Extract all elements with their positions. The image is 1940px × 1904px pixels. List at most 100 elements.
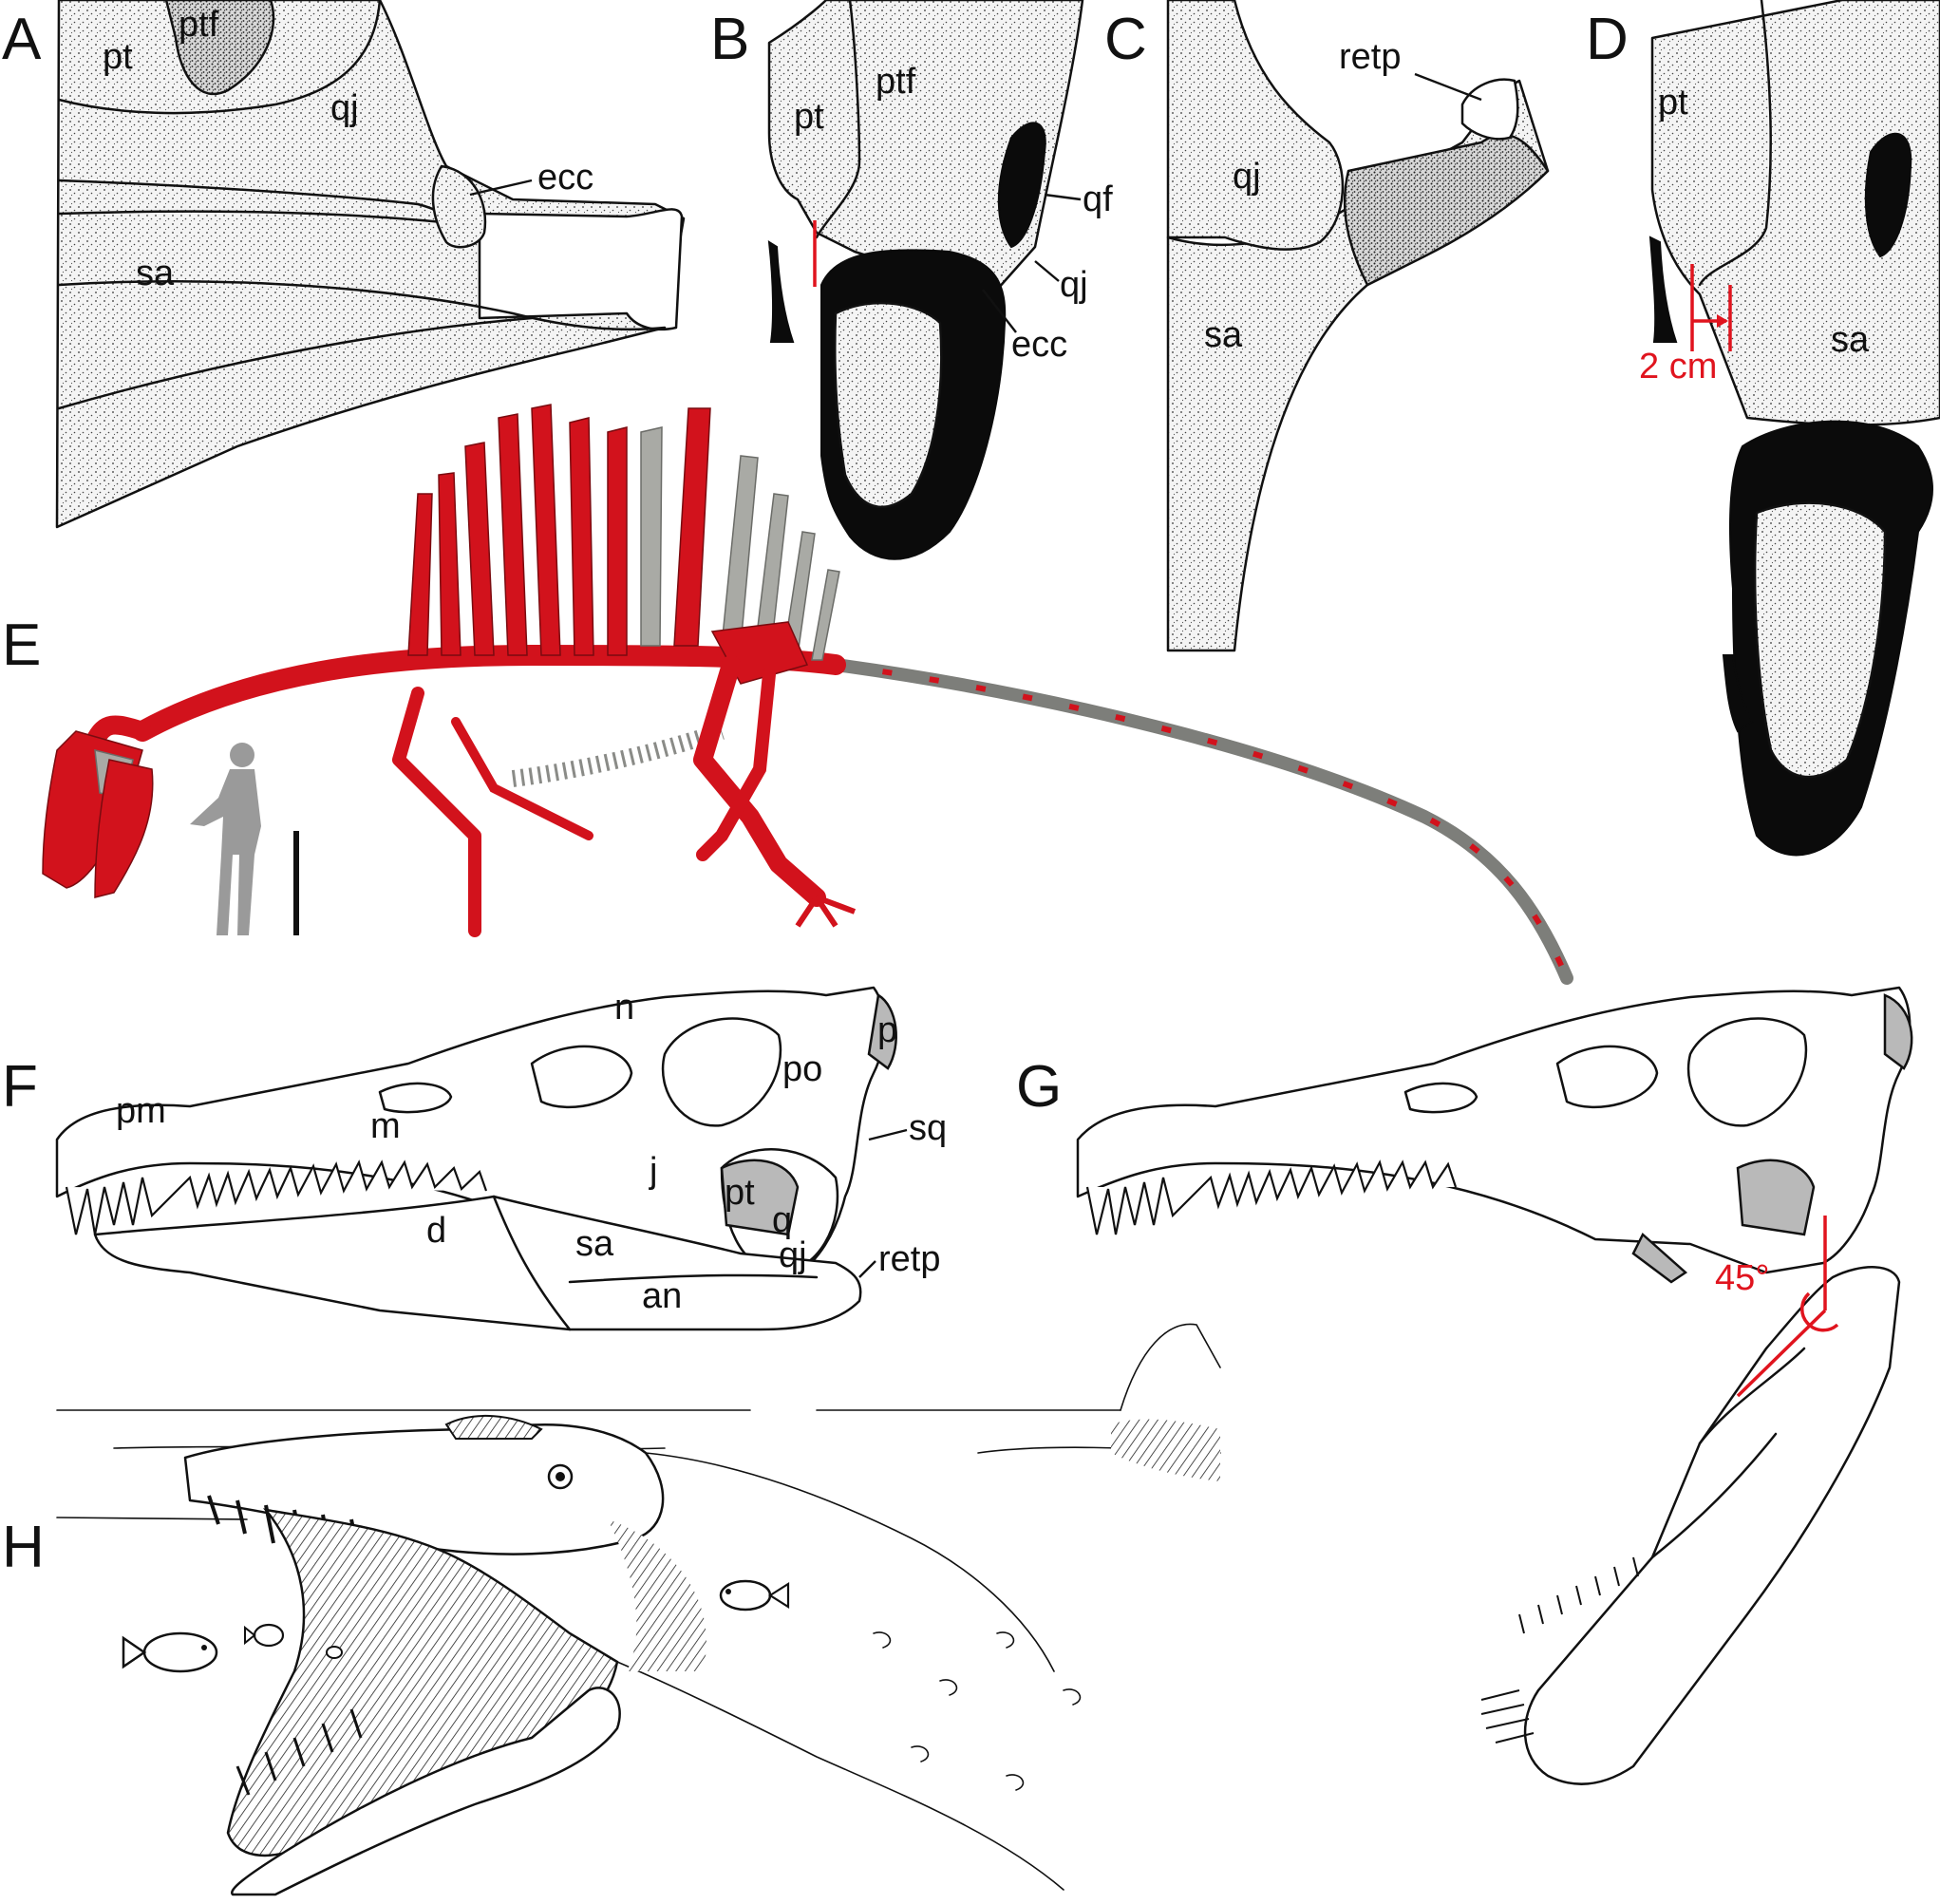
e-gastralia — [511, 723, 725, 787]
panel-b-letter: B — [710, 7, 749, 72]
label-a-pt: pt — [103, 37, 133, 77]
panel-d: D pt sa 2 cm — [1586, 0, 1940, 857]
label-f-qj: qj — [779, 1235, 807, 1275]
h-fish-2-icon — [244, 1623, 285, 1648]
panel-c-letter: C — [1104, 7, 1147, 72]
panel-a-letter: A — [2, 7, 42, 72]
e-tail-red-vertebrae — [835, 662, 1570, 980]
panel-b-pterygoid-sliver — [767, 240, 795, 343]
label-c-sa: sa — [1204, 315, 1243, 355]
leader-c-retp — [1414, 72, 1482, 102]
label-a-ptf: ptf — [179, 5, 219, 45]
label-a-sa: sa — [136, 254, 175, 293]
g-pterygoid-shade — [1736, 1159, 1816, 1236]
e-tail — [829, 658, 1573, 985]
g-parietal-shade — [1883, 993, 1913, 1070]
h-distant-hatching — [1111, 1419, 1220, 1481]
h-lower-teeth — [235, 1708, 363, 1796]
panel-a: A pt ptf qj ecc sa — [2, 0, 686, 529]
e-hind-leg-far — [696, 668, 776, 861]
panel-b: B pt ptf qf qj ecc — [710, 0, 1113, 560]
f-pterygoid-shade — [720, 1159, 800, 1236]
label-f-sa: sa — [575, 1224, 614, 1264]
panel-b-mandible-inner — [834, 301, 943, 509]
panel-d-arrow-head — [1717, 314, 1728, 328]
g-naris — [1403, 1082, 1479, 1114]
panel-d-letter: D — [1586, 7, 1629, 72]
g-red-angle-arc — [1799, 1291, 1839, 1332]
panel-f-letter: F — [2, 1054, 38, 1120]
label-b-ptf: ptf — [876, 62, 916, 102]
h-fish-4-icon — [719, 1579, 790, 1612]
label-f-sq: sq — [909, 1108, 947, 1148]
label-f-retp: retp — [878, 1239, 940, 1279]
leader-f-retp — [858, 1260, 876, 1278]
g-jugal-shade — [1631, 1232, 1688, 1284]
panel-d-pterygoid-sliver — [1648, 236, 1678, 343]
f-mandible — [93, 1195, 862, 1331]
panel-e-letter: E — [2, 613, 41, 678]
f-orbit — [661, 1017, 782, 1127]
label-c-qj: qj — [1233, 157, 1261, 197]
panel-g-letter: G — [1016, 1054, 1062, 1120]
e-neural-spines — [407, 404, 840, 661]
panel-g: G 45° — [1016, 986, 1913, 1785]
panel-b-quadratojugal-foramen — [997, 122, 1046, 249]
label-f-pm: pm — [116, 1091, 166, 1131]
g-orbit — [1686, 1017, 1808, 1127]
panel-a-skull-region — [55, 0, 686, 529]
e-fore-limb-far — [451, 717, 593, 840]
g-mandible — [1523, 1266, 1901, 1785]
panel-a-retroarticular-process — [478, 208, 684, 331]
label-f-pt: pt — [725, 1173, 755, 1213]
label-g-angle: 45° — [1715, 1258, 1769, 1298]
h-fish-1-icon — [122, 1631, 218, 1673]
label-d-pt: pt — [1658, 83, 1688, 123]
h-water-lines — [56, 1409, 1221, 1520]
label-f-p: p — [877, 1010, 897, 1050]
panel-e: E — [2, 404, 1573, 985]
e-neck — [85, 715, 152, 750]
h-distant-animal — [1120, 1323, 1221, 1411]
label-f-d: d — [426, 1211, 446, 1251]
panel-c: C retp qj sa — [1104, 0, 1550, 652]
h-neck-body — [616, 1452, 1064, 1891]
g-lower-teeth — [1480, 1556, 1639, 1744]
label-b-ecc: ecc — [1011, 325, 1067, 365]
f-cranium — [55, 986, 886, 1274]
g-upper-teeth — [1085, 1159, 1458, 1235]
e-fore-limb — [392, 687, 481, 937]
label-a-qj: qj — [330, 88, 359, 128]
label-f-n: n — [614, 988, 634, 1027]
e-hind-foot — [795, 895, 857, 928]
h-neck-shading — [608, 1519, 706, 1671]
panel-b-pterygoid-edge — [815, 0, 861, 239]
h-head-upper — [183, 1423, 665, 1555]
panel-d-foramen — [1864, 132, 1912, 258]
f-upper-teeth — [65, 1159, 488, 1235]
label-f-po: po — [782, 1049, 822, 1089]
h-lower-jaw — [231, 1687, 621, 1896]
panel-a-pterygoid-flange — [164, 0, 275, 96]
e-hind-leg — [693, 655, 826, 907]
leader-b-qf — [1044, 193, 1082, 201]
label-c-retp: retp — [1339, 37, 1401, 77]
g-antorbital — [1555, 1045, 1659, 1109]
e-mandible — [94, 759, 154, 898]
h-riverbed-marks — [873, 1631, 1082, 1791]
g-cranium — [1076, 986, 1912, 1274]
label-f-an: an — [642, 1276, 682, 1316]
leader-b-ecc — [982, 289, 1017, 333]
panel-c-retroarticular-band — [1343, 133, 1550, 287]
panel-a-condyle — [431, 164, 487, 249]
h-pupil — [556, 1472, 565, 1481]
label-f-q: q — [772, 1200, 792, 1240]
label-f-m: m — [370, 1106, 401, 1146]
panel-d-coronoid-hook — [1722, 654, 1754, 733]
label-b-pt: pt — [794, 97, 824, 137]
panel-c-quadratojugal — [1166, 0, 1345, 251]
panel-a-surangular-outline — [57, 280, 667, 410]
label-a-ecc: ecc — [537, 158, 593, 198]
